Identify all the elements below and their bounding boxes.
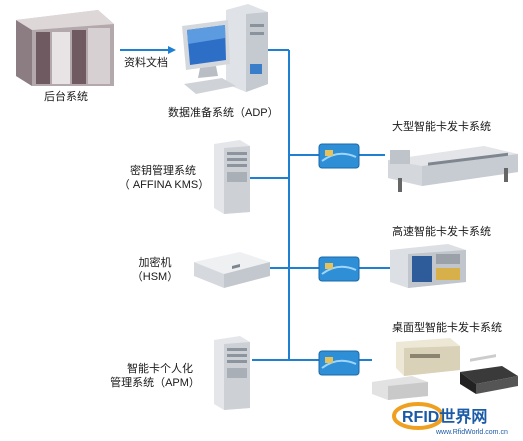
watermark-logo: RFID世界网 www.RfidWorld.com.cn bbox=[388, 398, 518, 436]
arrow-head-icon bbox=[168, 46, 176, 54]
apm-label-line1: 智能卡个人化 bbox=[127, 363, 193, 375]
backend-label: 后台系统 bbox=[44, 91, 88, 103]
hsm-label-line2: （HSM） bbox=[131, 271, 179, 283]
large-issuer-label: 大型智能卡发卡系统 bbox=[392, 121, 491, 133]
smart-card-icon bbox=[318, 350, 360, 376]
apm-label-line2: 管理系统（APM） bbox=[110, 377, 200, 389]
backend-mainframe bbox=[6, 6, 118, 88]
smart-card-icon bbox=[318, 143, 360, 169]
highspeed-issuer-machine bbox=[388, 240, 468, 290]
large-issuer-machine bbox=[384, 138, 520, 194]
highspeed-issuer-label: 高速智能卡发卡系统 bbox=[392, 226, 491, 238]
apm-server bbox=[212, 334, 252, 410]
svg-text:RFID世界网: RFID世界网 bbox=[402, 408, 487, 426]
doc-label: 资料文档 bbox=[124, 57, 168, 69]
smart-card-icon bbox=[318, 256, 360, 282]
hsm-label-line1: 加密机 bbox=[138, 257, 172, 269]
adp-label: 数据准备系统（ADP） bbox=[168, 107, 279, 119]
desktop-issuer-machines bbox=[372, 336, 520, 400]
adp-workstation bbox=[178, 4, 270, 96]
kms-label-line2: （ AFFINA KMS） bbox=[118, 179, 210, 191]
svg-text:www.RfidWorld.com.cn: www.RfidWorld.com.cn bbox=[435, 429, 508, 436]
desktop-issuer-label: 桌面型智能卡发卡系统 bbox=[392, 322, 502, 334]
kms-label-line1: 密钥管理系统 bbox=[130, 165, 196, 177]
hsm-device bbox=[192, 246, 272, 290]
kms-server bbox=[212, 138, 252, 214]
